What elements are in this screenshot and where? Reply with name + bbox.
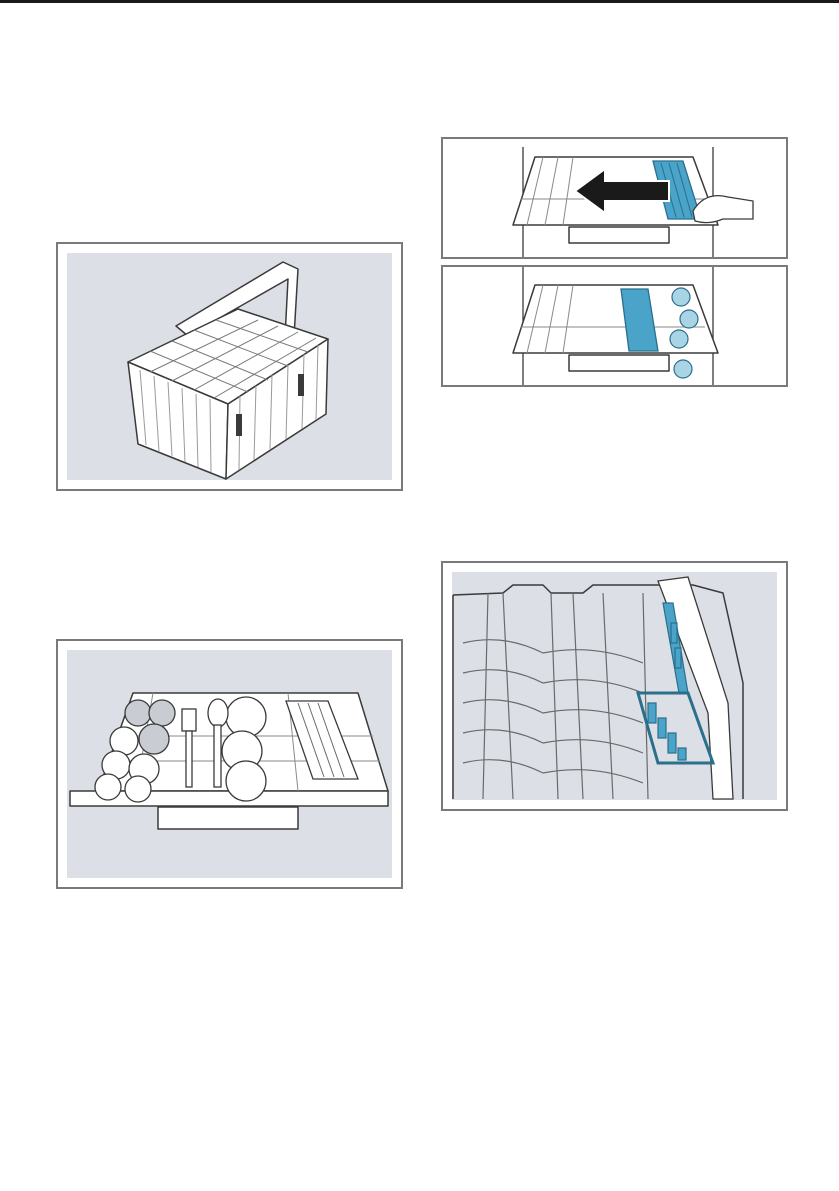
cutlery-drawer-icon	[58, 641, 401, 887]
figure-rack-fold-down-tines	[441, 561, 788, 811]
figure-cutlery-drawer-loaded	[56, 639, 403, 889]
figure-drawer-slide-step-2	[441, 265, 788, 387]
folding-tines-icon	[443, 563, 786, 809]
glass-holder-icon	[443, 267, 786, 385]
page-top-rule	[0, 0, 839, 3]
cutlery-basket-icon	[58, 244, 401, 489]
figure-cutlery-basket	[56, 242, 403, 491]
figure-drawer-slide-step-1	[441, 137, 788, 259]
push-arrow-icon	[443, 139, 786, 257]
